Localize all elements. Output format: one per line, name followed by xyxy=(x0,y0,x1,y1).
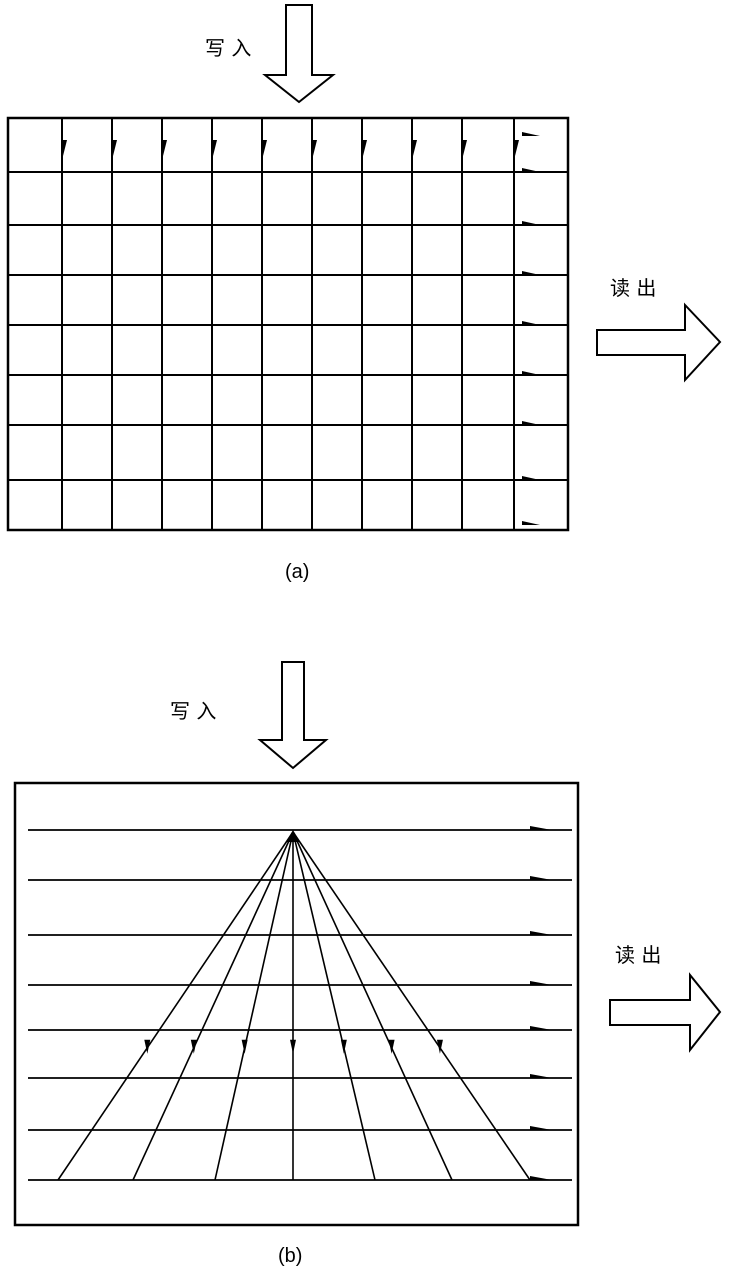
write-direction-marker xyxy=(241,1039,248,1054)
write-direction-marker xyxy=(112,140,117,156)
read-direction-marker xyxy=(522,476,540,480)
write-direction-marker xyxy=(62,140,67,156)
write-direction-marker xyxy=(162,140,167,156)
fan-line xyxy=(292,831,531,1181)
read-direction-marker xyxy=(530,981,552,985)
fan-line xyxy=(214,831,294,1181)
write-direction-marker xyxy=(436,1039,443,1054)
read-direction-marker xyxy=(522,521,540,525)
read-direction-marker xyxy=(530,826,552,830)
frame-border-b xyxy=(13,781,580,1227)
read-direction-marker xyxy=(522,168,540,172)
read-direction-marker xyxy=(522,271,540,275)
write-direction-marker xyxy=(362,140,367,156)
write-direction-marker xyxy=(212,140,217,156)
write-arrow-b xyxy=(257,661,329,770)
fan-line xyxy=(292,831,376,1181)
write-direction-marker xyxy=(190,1039,197,1054)
read-direction-marker xyxy=(522,132,540,136)
write-arrow-a xyxy=(262,4,336,104)
read-direction-marker xyxy=(530,1026,552,1030)
read-direction-marker xyxy=(522,321,540,325)
caption-a: (a) xyxy=(285,561,309,583)
read-direction-marker xyxy=(530,1074,552,1078)
write-direction-marker xyxy=(340,1039,347,1054)
write-direction-marker xyxy=(388,1039,395,1054)
read-direction-marker xyxy=(530,876,552,880)
write-direction-marker xyxy=(262,140,267,156)
write-direction-marker xyxy=(290,1039,296,1054)
write-direction-marker xyxy=(144,1039,151,1054)
read-direction-marker xyxy=(530,1126,552,1130)
write-direction-marker xyxy=(514,140,519,156)
read-direction-marker xyxy=(522,221,540,225)
read-arrow-a xyxy=(596,302,722,383)
read-arrow-b xyxy=(609,972,722,1053)
write-direction-marker xyxy=(462,140,467,156)
diagram-a: 写 入 读 出 (a) xyxy=(6,4,722,583)
read-direction-marker xyxy=(530,1176,552,1180)
read-direction-marker xyxy=(522,421,540,425)
read-label-a: 读 出 xyxy=(610,276,656,300)
fan-line xyxy=(132,831,294,1181)
fan-apex xyxy=(286,830,300,842)
fan-line xyxy=(292,831,453,1181)
read-direction-marker xyxy=(522,371,540,375)
fan-line xyxy=(57,831,294,1181)
diagram-b: 写 入 读 出 (b) xyxy=(13,661,722,1267)
write-direction-marker xyxy=(312,140,317,156)
write-label-a: 写 入 xyxy=(205,36,251,60)
write-label-b: 写 入 xyxy=(170,699,216,723)
read-direction-marker xyxy=(530,931,552,935)
read-label-b: 读 出 xyxy=(615,943,661,967)
caption-b: (b) xyxy=(278,1245,302,1267)
write-direction-marker xyxy=(412,140,417,156)
